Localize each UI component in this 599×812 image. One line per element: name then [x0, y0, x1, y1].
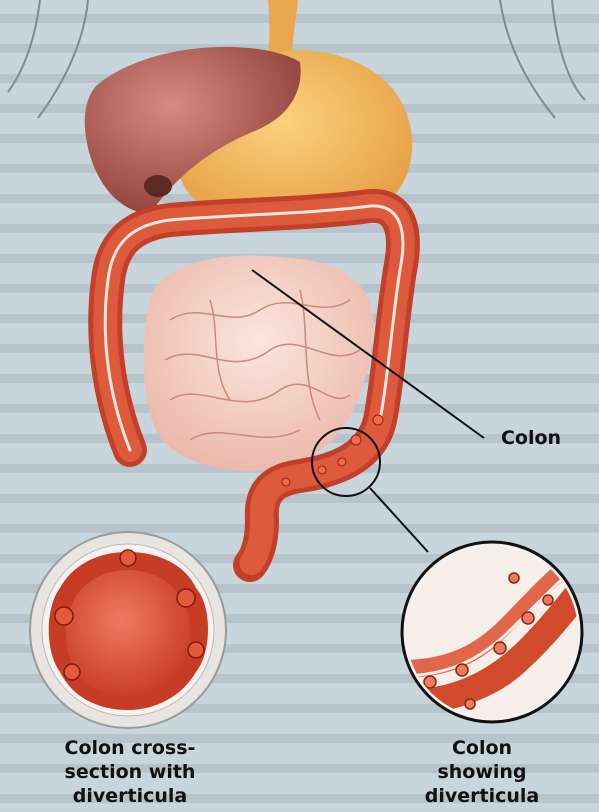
- cross-section-label-line-2: section with: [40, 760, 220, 784]
- showing-label-line-2: showing: [392, 760, 572, 784]
- cross-section-label: Colon cross- section with diverticula: [40, 736, 220, 808]
- cross-section-label-line-3: diverticula: [40, 784, 220, 808]
- zoomed-colon: [400, 540, 590, 722]
- gallbladder: [144, 175, 172, 197]
- colon-label: Colon: [486, 426, 576, 450]
- cross-section: [30, 532, 226, 728]
- showing-label-line-3: diverticula: [392, 784, 572, 808]
- cross-section-label-line-1: Colon cross-: [40, 736, 220, 760]
- colon-showing-diverticula-label: Colon showing diverticula: [392, 736, 572, 808]
- showing-label-line-1: Colon: [392, 736, 572, 760]
